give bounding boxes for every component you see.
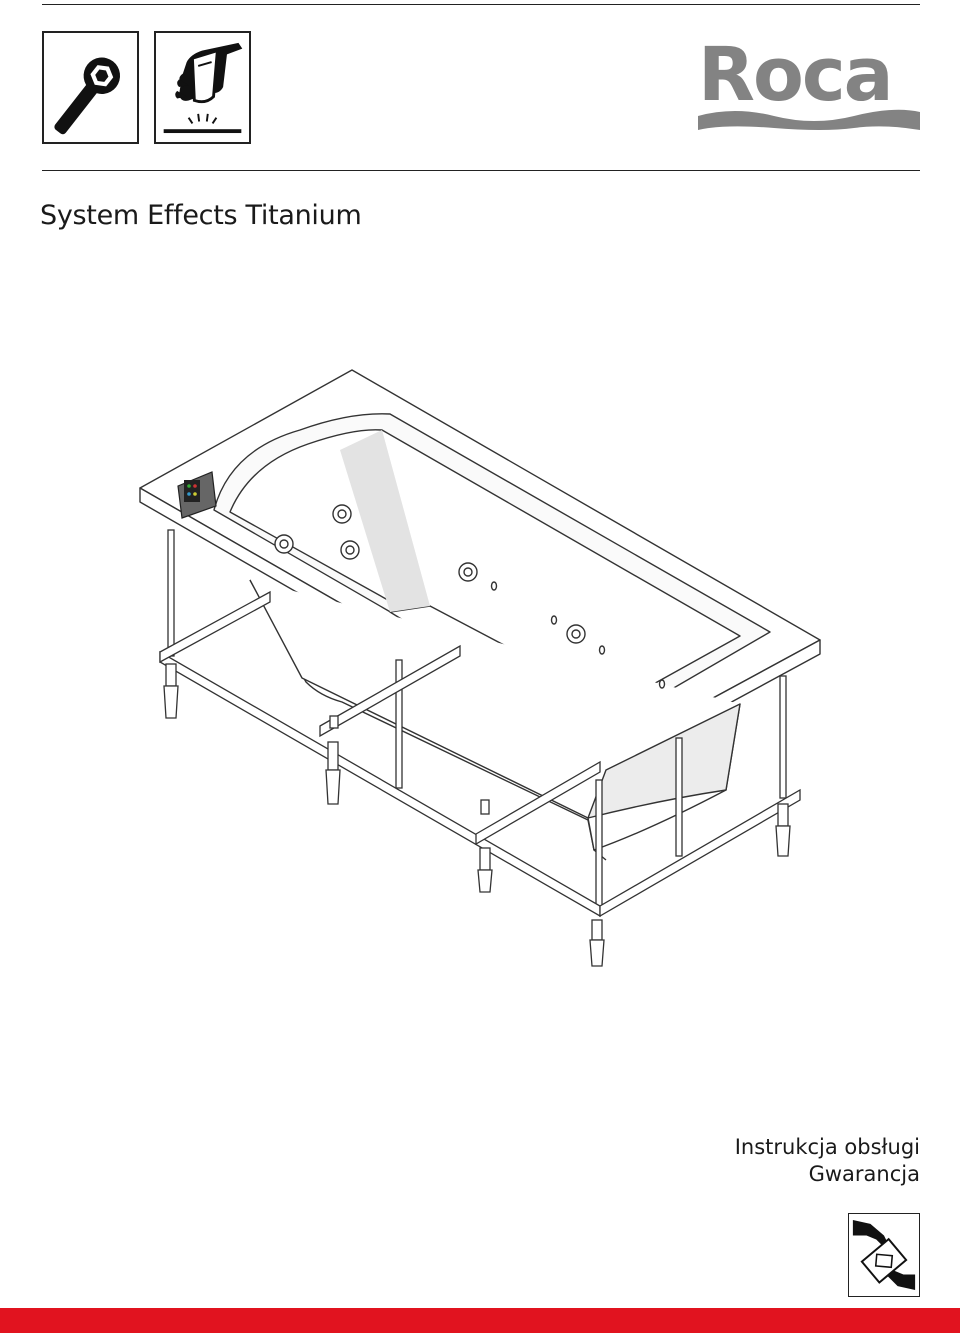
manual-label: Instrukcja obsługi <box>734 1135 920 1159</box>
svg-text:Roca: Roca <box>698 34 892 118</box>
document-title: System Effects Titanium <box>40 200 362 231</box>
header-rule <box>42 170 920 171</box>
warranty-handover-icon <box>848 1213 920 1297</box>
document-type-list: Instrukcja obsługi Gwarancja <box>735 1134 920 1188</box>
footer-color-bar <box>0 1308 960 1333</box>
warranty-label: Gwarancja <box>808 1162 920 1186</box>
wrench-icon <box>42 31 139 144</box>
bathtub-illustration <box>139 369 821 967</box>
roca-logo: Roca <box>698 34 920 130</box>
top-rule <box>42 4 920 5</box>
cleaning-hand-icon <box>154 31 251 144</box>
